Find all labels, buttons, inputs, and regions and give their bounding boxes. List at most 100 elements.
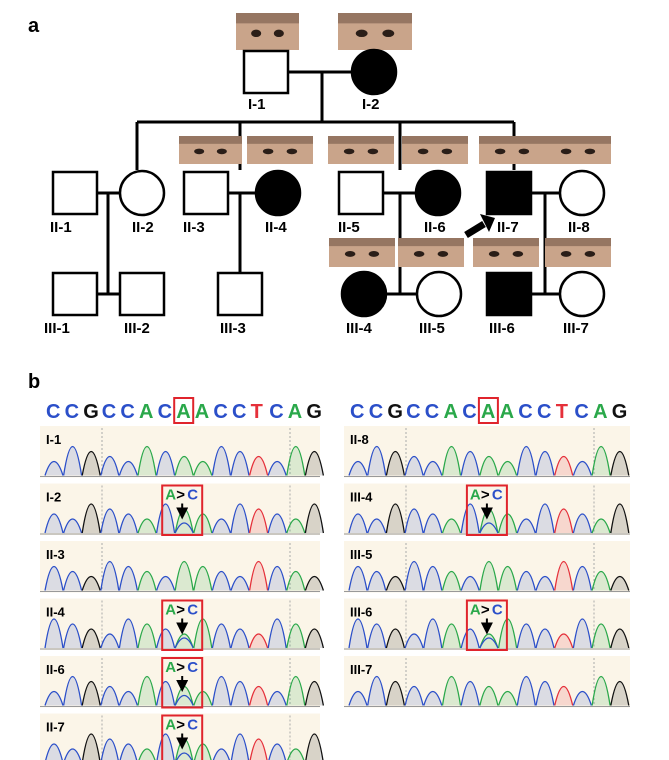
trace-peak — [249, 738, 268, 760]
mutant-peak — [176, 752, 193, 760]
mutation-symbol: > — [481, 487, 490, 504]
trace-peak — [535, 451, 555, 476]
trace-peak — [516, 445, 536, 476]
trace-peak — [286, 445, 306, 476]
mutation-symbol: > — [481, 602, 490, 619]
pedigree-female-II-6 — [414, 169, 462, 217]
trace-peak — [479, 455, 499, 476]
trace-peak — [591, 518, 611, 534]
trace-peak — [348, 513, 368, 534]
sample-label: III-7 — [350, 662, 372, 677]
trace-peak — [554, 455, 574, 476]
trace-peak — [610, 681, 630, 706]
sequence-base: C — [369, 401, 383, 423]
mutation-ref: A — [470, 602, 481, 619]
trace-peak — [81, 503, 101, 534]
pedigree-female-II-4 — [254, 169, 302, 217]
trace-row-III-7: III-7 — [344, 656, 630, 708]
trace-peak — [62, 675, 83, 706]
trace-peak — [230, 733, 250, 760]
mutation-box — [161, 657, 204, 709]
trace-peak — [423, 460, 443, 476]
mutation-alt: C — [187, 717, 198, 734]
trace-peak — [248, 508, 269, 534]
trace-row-II-3: II-3 — [40, 541, 325, 593]
trace-peak — [423, 513, 443, 534]
mutant-peak — [174, 637, 194, 649]
trace-peak — [137, 518, 157, 534]
trace-peak — [348, 566, 368, 591]
face-photo-II-5 — [328, 136, 394, 164]
trace-peak — [441, 518, 462, 534]
trace-peak — [516, 623, 536, 649]
pedigree-label: II-7 — [497, 219, 519, 236]
trace-peak — [554, 685, 574, 706]
trace-peak — [367, 445, 387, 476]
trace-peak — [572, 460, 593, 476]
trace-peak — [267, 513, 287, 534]
trace-peak — [460, 575, 480, 591]
trace-peak — [62, 623, 83, 649]
trace-peak — [610, 575, 630, 591]
sample-label: II-7 — [46, 720, 65, 735]
pedigree-male-II-3 — [182, 170, 230, 216]
trace-peak — [230, 575, 250, 591]
trace-peak — [348, 460, 368, 476]
face-photos — [179, 13, 611, 267]
pedigree-male-II-1 — [51, 170, 99, 216]
sequence-base: G — [612, 401, 628, 423]
trace-peak — [118, 618, 139, 649]
sequence-base: C — [65, 401, 79, 423]
trace-peak — [174, 455, 194, 476]
highlight-box — [477, 397, 499, 424]
trace-peak — [460, 451, 480, 476]
trace-peak — [211, 623, 232, 649]
mutation-ref: A — [165, 602, 176, 619]
trace-peak — [591, 623, 611, 649]
trace-peak — [286, 675, 306, 706]
trace-peak — [572, 513, 593, 534]
trace-peak — [479, 560, 499, 591]
face-photo-II-7 — [479, 136, 545, 164]
sequence-base: A — [444, 401, 458, 423]
trace-peak — [304, 451, 325, 476]
trace-peak — [81, 628, 101, 649]
trace-row-III-5: III-5 — [344, 541, 630, 593]
pedigree-male-III-6 — [485, 271, 533, 317]
sequence-base: C — [350, 401, 364, 423]
trace-peak — [591, 570, 611, 591]
trace-peak — [230, 681, 250, 706]
pedigree-label: II-6 — [424, 219, 446, 236]
pedigree-label: II-1 — [50, 219, 72, 236]
sequence-base: C — [46, 401, 60, 423]
trace-peak — [385, 628, 406, 649]
pedigree-male-I-1 — [242, 49, 290, 95]
pedigree-label: II-5 — [338, 219, 360, 236]
trace-peak — [441, 445, 462, 476]
trace-peak — [155, 503, 176, 534]
trace-peak — [423, 618, 443, 649]
trace-peak — [423, 566, 443, 591]
trace-peak — [64, 748, 82, 760]
trace-peak — [81, 681, 101, 706]
trace-peak — [516, 570, 536, 591]
mutation-box — [465, 484, 508, 536]
sequence-base: A — [139, 401, 153, 423]
pedigree-female-III-7 — [558, 270, 606, 318]
trace-peak — [572, 566, 593, 591]
sequence-base: A — [593, 401, 607, 423]
trace-peak — [100, 560, 120, 591]
trace-peak — [348, 690, 368, 706]
trace-peak — [304, 628, 325, 649]
mutant-peak — [174, 694, 194, 706]
sample-label: I-1 — [46, 432, 61, 447]
trace-peak — [305, 733, 324, 760]
trace-peak — [100, 685, 120, 706]
trace-peak — [268, 743, 287, 760]
mutation-box — [161, 599, 204, 651]
sequence-base: C — [158, 401, 172, 423]
